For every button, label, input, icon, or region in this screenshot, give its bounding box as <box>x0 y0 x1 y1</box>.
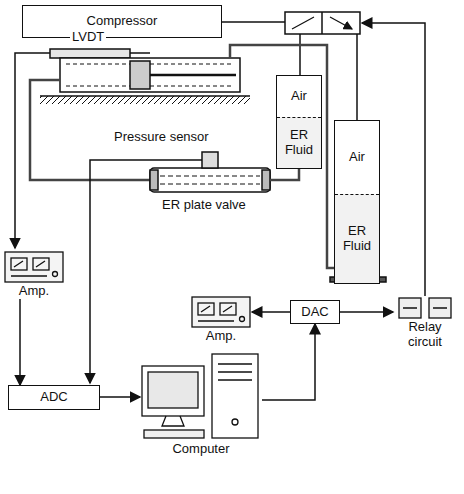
adc-box: ADC <box>8 385 100 410</box>
gas-region: Air <box>277 76 321 117</box>
fluid-region: ER Fluid <box>277 117 321 168</box>
electrode-plates <box>160 176 260 184</box>
valve-divider <box>321 12 323 34</box>
valve-flow-arrows <box>292 17 352 29</box>
actuator-piston <box>130 61 150 89</box>
amplifier: Amp. <box>190 295 252 344</box>
piston-rod <box>150 74 236 77</box>
relay-circuit: Relay circuit <box>393 296 457 350</box>
er-plate-valve <box>150 168 270 192</box>
computer: Computer <box>140 352 262 457</box>
air-line <box>299 34 301 75</box>
fluid-pipe <box>230 45 334 268</box>
node-label: DAC <box>299 305 330 320</box>
valve-end-cap <box>262 170 270 190</box>
signal-connector <box>19 299 21 385</box>
node-label: Amp. <box>190 329 252 344</box>
signal-connector <box>262 324 315 400</box>
directional-valve <box>285 12 360 34</box>
pressure-sensor <box>202 152 218 168</box>
lvdt-sensor <box>50 49 130 58</box>
air-line <box>222 21 285 23</box>
signal-connector <box>340 311 393 313</box>
compressor-box: Compressor <box>22 5 222 38</box>
node-label: Amp. <box>3 284 65 299</box>
signal-connector <box>252 311 290 313</box>
air-line <box>356 34 358 120</box>
signal-wire <box>90 160 202 383</box>
amplifier: Amp. <box>3 250 65 299</box>
gas-region: Air <box>335 121 379 194</box>
amp-symbol <box>3 250 65 284</box>
ground-line <box>40 95 250 97</box>
fluid-region: ER Fluid <box>335 194 379 283</box>
node-label: Compressor <box>85 14 160 29</box>
sensor-label: LVDT <box>70 30 106 45</box>
node-label: Relay circuit <box>393 320 457 350</box>
node-label: Computer <box>140 442 262 457</box>
ground-hatch <box>40 96 250 104</box>
amp-symbol <box>190 295 252 329</box>
accumulator-cylinder: AirER Fluid <box>276 75 322 169</box>
lvdt-rod <box>130 52 150 54</box>
relay-symbol <box>393 296 457 320</box>
actuator-cylinder <box>60 58 240 92</box>
pc-symbol <box>140 352 262 442</box>
valve-label: ER plate valve <box>160 198 248 213</box>
dac-box: DAC <box>290 300 340 324</box>
valve-end-cap <box>150 170 158 190</box>
node-label: ADC <box>38 390 69 405</box>
signal-wire <box>15 53 50 248</box>
sensor-label: Pressure sensor <box>112 130 211 145</box>
signal-connector <box>100 396 140 398</box>
accumulator-cylinder: AirER Fluid <box>334 120 380 284</box>
